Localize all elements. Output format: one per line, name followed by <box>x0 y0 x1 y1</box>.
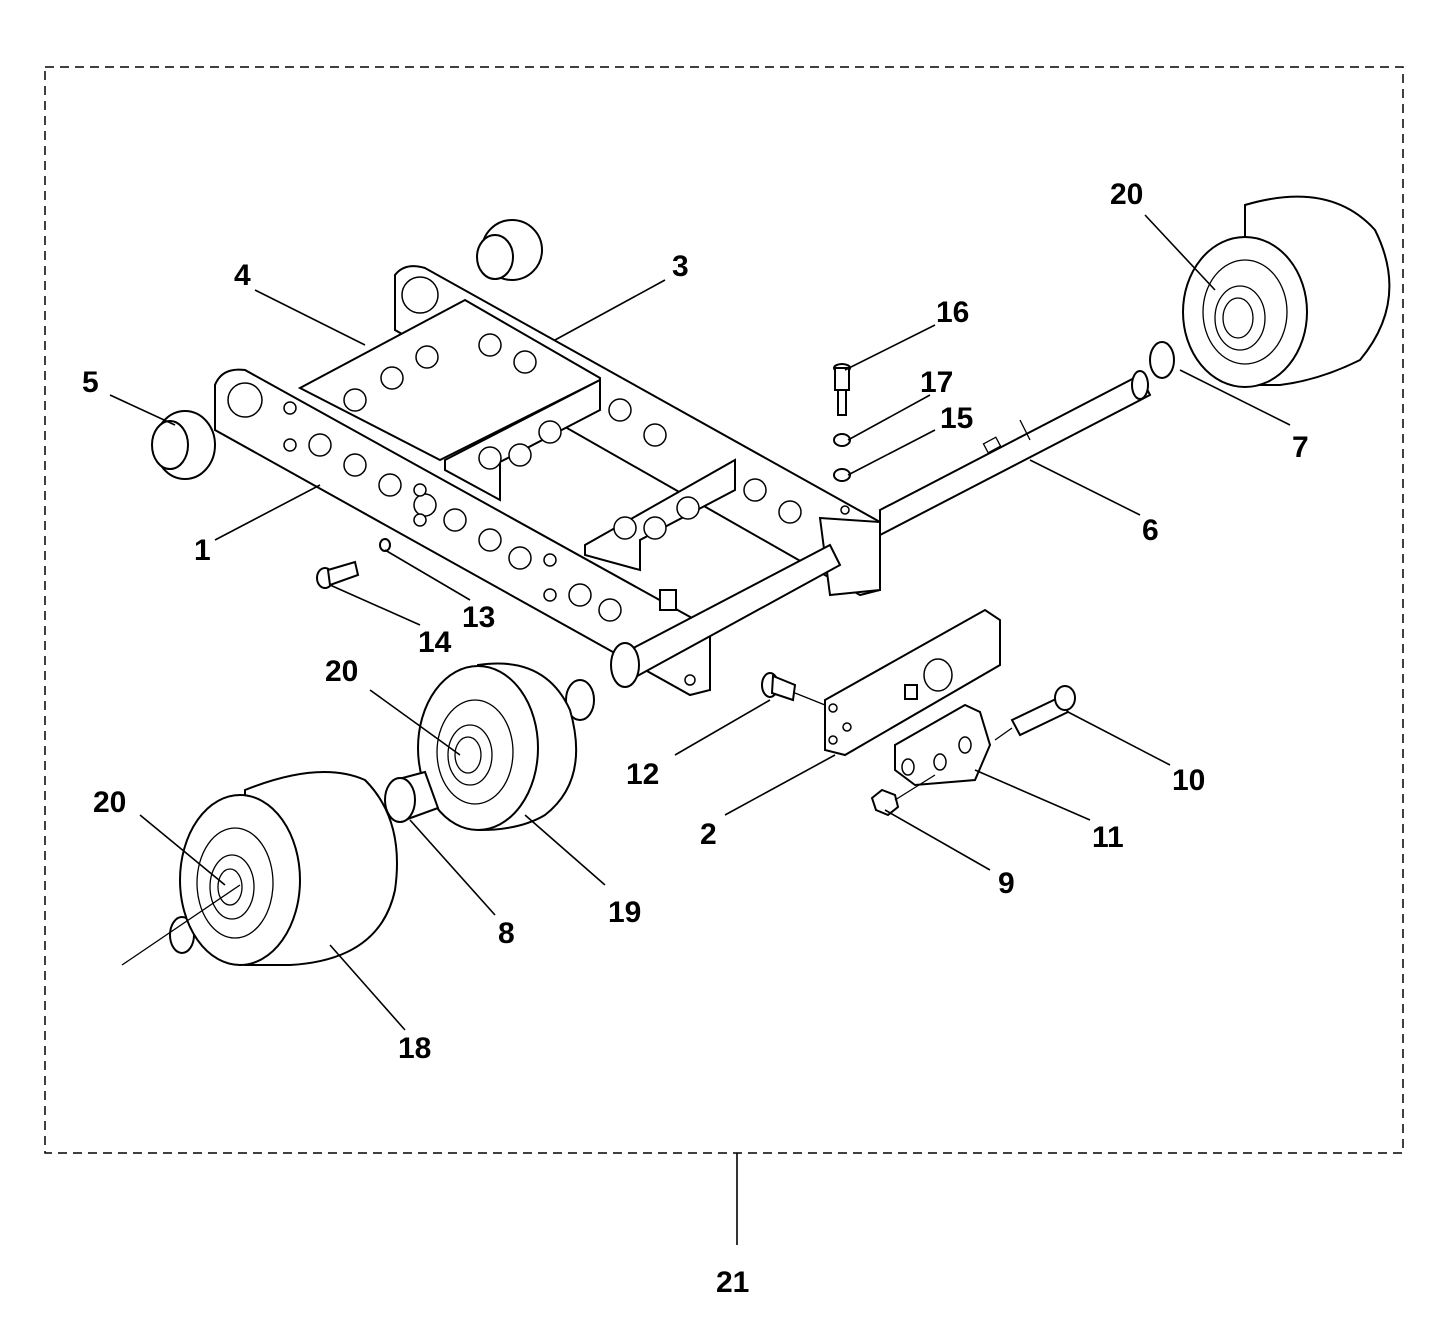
callout-4: 4 <box>234 259 251 292</box>
callout-18: 18 <box>398 1032 431 1065</box>
callout-15: 15 <box>940 402 973 435</box>
pin-12 <box>761 672 826 706</box>
callout-14: 14 <box>418 626 452 659</box>
wheel-19 <box>417 662 578 832</box>
bushing-5 <box>151 219 543 480</box>
callout-21-assembly: 21 <box>716 1266 749 1299</box>
bolt-10 <box>994 685 1076 741</box>
callout-17: 17 <box>920 366 953 399</box>
callout-10: 10 <box>1172 764 1205 797</box>
callout-16: 16 <box>936 296 969 329</box>
callout-20-top-right: 20 <box>1110 178 1143 211</box>
wheel-18 <box>121 771 398 966</box>
callout-20-bottom-left: 20 <box>93 786 126 819</box>
mounting-plate-2 <box>824 608 1001 757</box>
callout-19: 19 <box>608 896 641 929</box>
wheel-top-right <box>1182 195 1391 388</box>
callout-8: 8 <box>498 917 515 950</box>
callout-5: 5 <box>82 366 99 399</box>
callout-12: 12 <box>626 758 659 791</box>
axle-6 <box>610 370 1152 688</box>
leader-lines <box>109 214 1291 1031</box>
callout-3: 3 <box>672 250 689 283</box>
callout-13: 13 <box>462 601 495 634</box>
callout-11: 11 <box>1092 821 1124 854</box>
pin-14 <box>316 560 360 589</box>
callout-9: 9 <box>998 867 1015 900</box>
assembly-boundary <box>44 66 1404 1154</box>
callout-7: 7 <box>1292 431 1309 464</box>
callout-6: 6 <box>1142 514 1159 547</box>
bushing-8 <box>384 770 440 823</box>
nut-9 <box>870 774 936 817</box>
bracket-11 <box>894 703 992 787</box>
fastener-stack <box>833 363 851 482</box>
frame-assembly <box>214 265 881 697</box>
callout-20-middle: 20 <box>325 655 358 688</box>
circlip <box>169 341 1175 954</box>
callout-1: 1 <box>194 534 211 567</box>
callout-2: 2 <box>700 818 717 851</box>
